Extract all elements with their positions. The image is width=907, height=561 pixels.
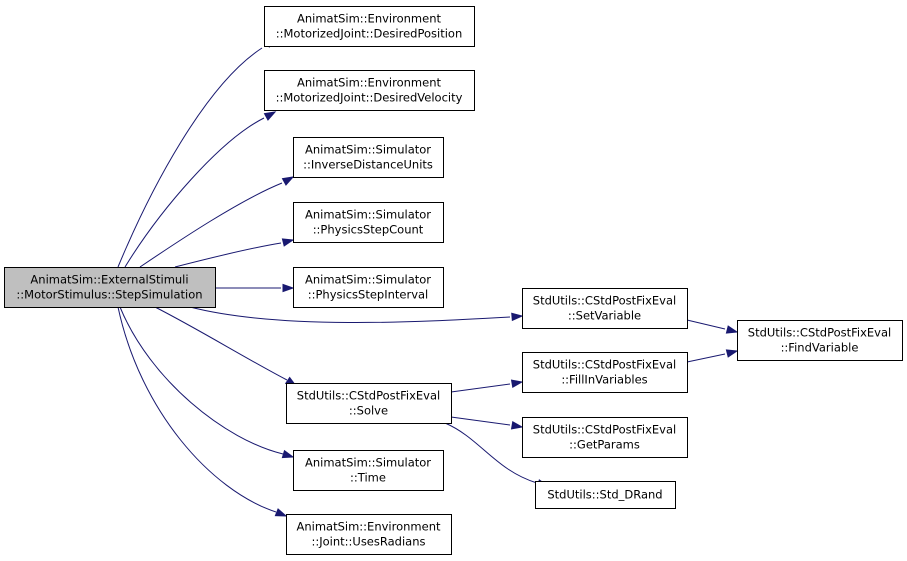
- node-label: ::MotorizedJoint::DesiredPosition: [276, 27, 463, 41]
- node-label: ::MotorizedJoint::DesiredVelocity: [276, 91, 463, 105]
- node-label: AnimatSim::Simulator: [305, 208, 431, 222]
- edge-root-solve: [154, 306, 298, 387]
- edge-root-inverse-distance-units: [139, 176, 295, 268]
- node-set-variable[interactable]: StdUtils::CStdPostFixEval::SetVariable: [522, 288, 688, 329]
- edge-root-physics-step-count: [174, 238, 295, 268]
- node-label: StdUtils::CStdPostFixEval: [533, 358, 676, 372]
- node-label: StdUtils::CStdPostFixEval: [533, 294, 676, 308]
- edge-root-set-variable: [189, 306, 524, 323]
- node-physics-step-interval[interactable]: AnimatSim::Simulator::PhysicsStepInterva…: [293, 267, 444, 308]
- node-label: ::Solve: [349, 404, 388, 418]
- edge-root-desired-velocity: [124, 111, 277, 268]
- node-label: AnimatSim::ExternalStimuli: [30, 273, 188, 287]
- node-label: AnimatSim::Environment: [297, 12, 441, 26]
- node-label: ::InverseDistanceUnits: [303, 158, 433, 172]
- node-label: ::FillInVariables: [561, 373, 647, 387]
- node-label: AnimatSim::Environment: [297, 76, 441, 90]
- node-label: AnimatSim::Environment: [297, 520, 441, 534]
- node-std-drand[interactable]: StdUtils::Std_DRand: [535, 481, 676, 509]
- node-uses-radians[interactable]: AnimatSim::Environment::Joint::UsesRadia…: [286, 514, 452, 555]
- node-desired-position[interactable]: AnimatSim::Environment::MotorizedJoint::…: [264, 6, 475, 47]
- edge-root-time: [119, 306, 295, 459]
- node-label: StdUtils::Std_DRand: [547, 488, 662, 502]
- edge-solve-fill-in-variables: [450, 379, 524, 393]
- node-label: StdUtils::CStdPostFixEval: [297, 389, 440, 403]
- node-label: ::GetParams: [569, 438, 640, 452]
- node-label: AnimatSim::Simulator: [305, 273, 431, 287]
- node-label: AnimatSim::Simulator: [305, 456, 431, 470]
- node-solve[interactable]: StdUtils::CStdPostFixEval::Solve: [286, 383, 452, 424]
- edge-solve-get-params: [450, 416, 524, 430]
- node-label: StdUtils::CStdPostFixEval: [533, 423, 676, 437]
- node-get-params[interactable]: StdUtils::CStdPostFixEval::GetParams: [522, 417, 688, 458]
- node-fill-in-variables[interactable]: StdUtils::CStdPostFixEval::FillInVariabl…: [522, 352, 688, 393]
- node-root[interactable]: AnimatSim::ExternalStimuli::MotorStimulu…: [4, 267, 216, 308]
- node-find-variable[interactable]: StdUtils::CStdPostFixEval::FindVariable: [737, 320, 903, 361]
- node-time[interactable]: AnimatSim::Simulator::Time: [293, 450, 444, 491]
- node-label: ::Joint::UsesRadians: [311, 535, 425, 549]
- edge-fill-in-variables-find-variable: [686, 349, 739, 363]
- edge-root-physics-step-interval: [215, 283, 295, 293]
- edge-root-desired-position: [117, 37, 277, 268]
- node-label: ::FindVariable: [781, 341, 859, 355]
- node-label: StdUtils::CStdPostFixEval: [748, 326, 891, 340]
- node-desired-velocity[interactable]: AnimatSim::Environment::MotorizedJoint::…: [264, 70, 475, 111]
- node-label: ::MotorStimulus::StepSimulation: [16, 288, 202, 302]
- node-label: ::PhysicsStepCount: [313, 223, 424, 237]
- node-label: ::PhysicsStepInterval: [308, 288, 429, 302]
- node-physics-step-count[interactable]: AnimatSim::Simulator::PhysicsStepCount: [293, 202, 444, 243]
- edge-root-uses-radians: [117, 306, 288, 517]
- node-label: ::Time: [350, 471, 386, 485]
- node-label: ::SetVariable: [568, 309, 641, 323]
- edge-set-variable-find-variable: [686, 319, 739, 334]
- node-label: AnimatSim::Simulator: [305, 143, 431, 157]
- node-inverse-distance-units[interactable]: AnimatSim::Simulator::InverseDistanceUni…: [293, 137, 444, 178]
